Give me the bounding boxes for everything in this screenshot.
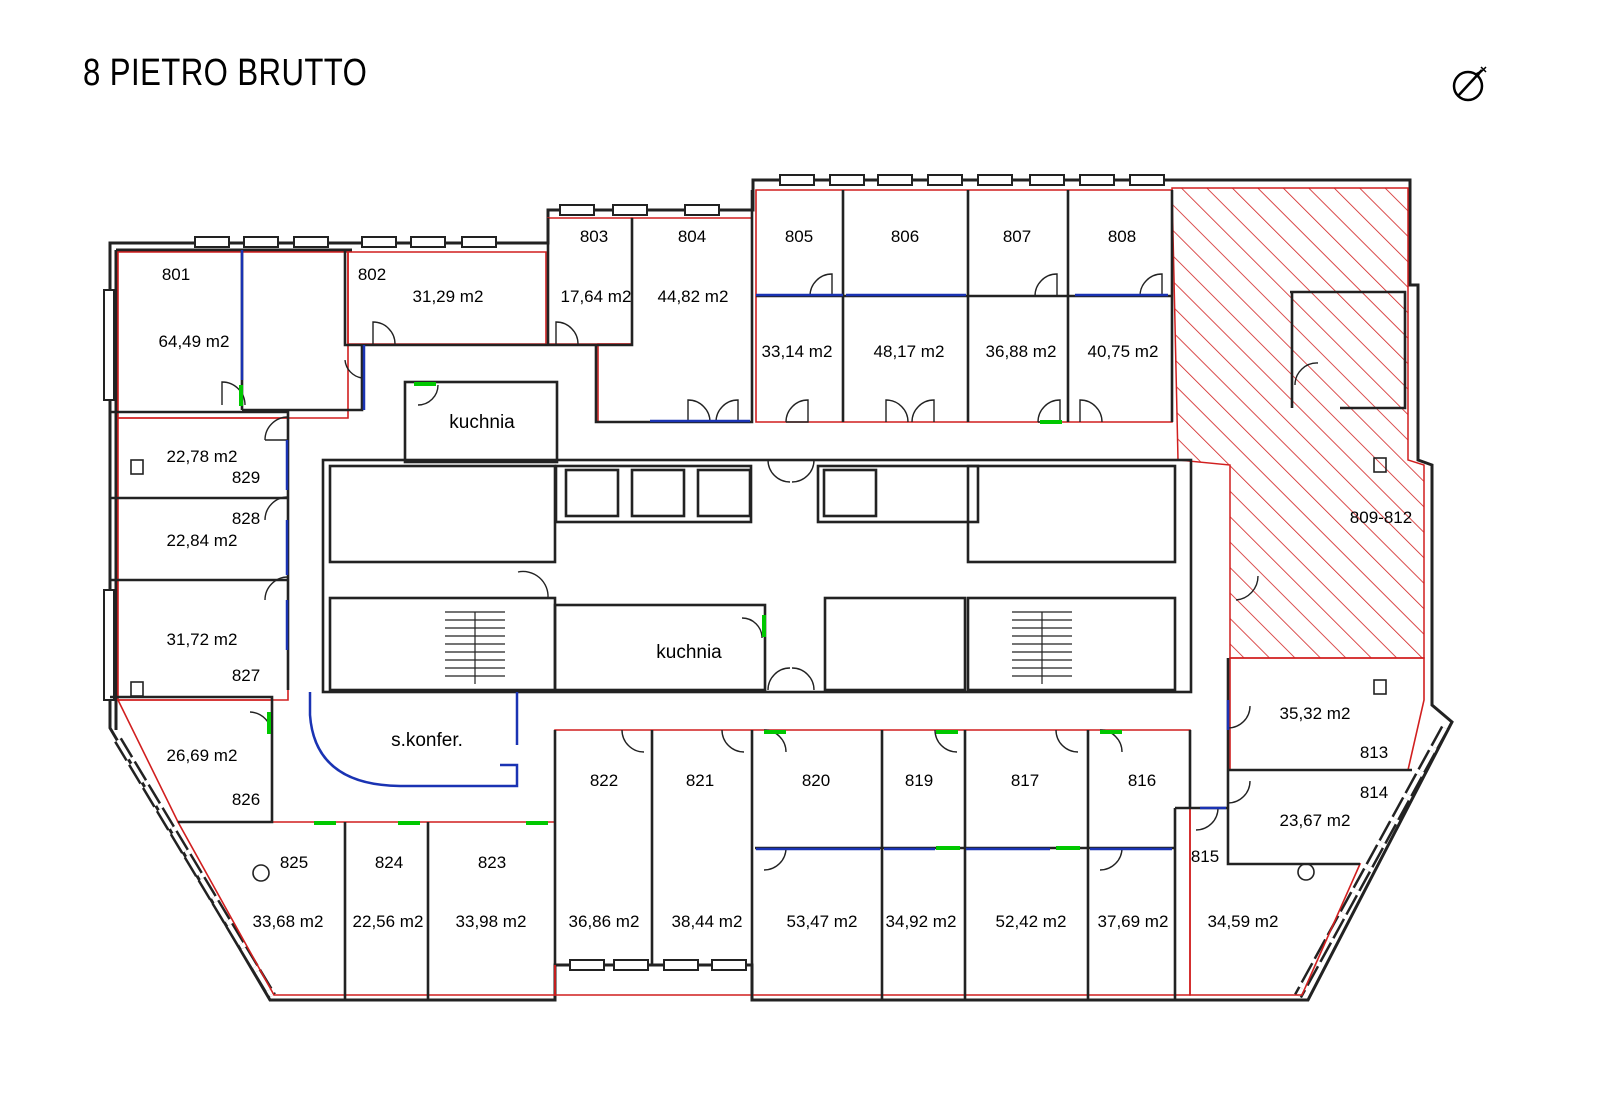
- north-arrow-icon: [1452, 66, 1487, 102]
- room-803-area: 17,64 m2: [561, 287, 632, 306]
- room-829-area: 22,78 m2: [167, 447, 238, 466]
- room-814-number: 814: [1360, 783, 1388, 802]
- room-801-area: 64,49 m2: [159, 332, 230, 351]
- room-828-area: 22,84 m2: [167, 531, 238, 550]
- room-826-number: 826: [232, 790, 260, 809]
- room-825-area: 33,68 m2: [253, 912, 324, 931]
- room-808-area: 40,75 m2: [1088, 342, 1159, 361]
- room-823-number: 823: [478, 853, 506, 872]
- room-805-area: 33,14 m2: [762, 342, 833, 361]
- room-807-area: 36,88 m2: [986, 342, 1057, 361]
- room-822-area: 36,86 m2: [569, 912, 640, 931]
- room-827-number: 827: [232, 666, 260, 685]
- room-807-number: 807: [1003, 227, 1031, 246]
- room-815-number: 815: [1191, 847, 1219, 866]
- room-808-number: 808: [1108, 227, 1136, 246]
- room-815-area: 34,59 m2: [1208, 912, 1279, 931]
- columns: [130, 457, 1387, 882]
- room-814-area: 23,67 m2: [1280, 811, 1351, 830]
- room-813-number: 813: [1360, 743, 1388, 762]
- room-802-number: 802: [358, 265, 386, 284]
- hatched-area-809-812: [1171, 187, 1425, 659]
- room-819-area: 34,92 m2: [886, 912, 957, 931]
- room-804-area: 44,82 m2: [658, 287, 729, 306]
- room-813-area: 35,32 m2: [1280, 704, 1351, 723]
- room-802-area: 31,29 m2: [413, 287, 484, 306]
- room-828-number: 828: [232, 509, 260, 528]
- kitchen-top-label: kuchnia: [449, 412, 515, 433]
- room-803-number: 803: [580, 227, 608, 246]
- room-829-number: 829: [232, 468, 260, 487]
- room-821-number: 821: [686, 771, 714, 790]
- conference-room-wall: [308, 692, 519, 788]
- room-823-area: 33,98 m2: [456, 912, 527, 931]
- room-806-area: 48,17 m2: [874, 342, 945, 361]
- door-markers-blue: [240, 250, 1230, 851]
- room-819-number: 819: [905, 771, 933, 790]
- room-labels: 801 64,49 m2 802 31,29 m2 803 17,64 m2 8…: [159, 227, 1413, 931]
- plan-title: 8 PIETRO BRUTTO: [83, 52, 368, 94]
- room-827-area: 31,72 m2: [167, 630, 238, 649]
- room-820-number: 820: [802, 771, 830, 790]
- room-824-area: 22,56 m2: [353, 912, 424, 931]
- door-markers-green: [239, 382, 1122, 850]
- door-swings: [221, 273, 1319, 871]
- room-804-number: 804: [678, 227, 706, 246]
- room-817-area: 52,42 m2: [996, 912, 1067, 931]
- conference-room-label: s.konfer.: [391, 730, 463, 751]
- room-817-number: 817: [1011, 771, 1039, 790]
- room-809-812-number: 809-812: [1350, 508, 1412, 527]
- room-816-area: 37,69 m2: [1098, 912, 1169, 931]
- windows: [103, 174, 1165, 971]
- room-824-number: 824: [375, 853, 403, 872]
- room-805-number: 805: [785, 227, 813, 246]
- room-806-number: 806: [891, 227, 919, 246]
- room-821-area: 38,44 m2: [672, 912, 743, 931]
- room-825-number: 825: [280, 853, 308, 872]
- room-822-number: 822: [590, 771, 618, 790]
- room-801-number: 801: [162, 265, 190, 284]
- kitchen-mid-label: kuchnia: [656, 642, 722, 663]
- room-820-area: 53,47 m2: [787, 912, 858, 931]
- room-816-number: 816: [1128, 771, 1156, 790]
- room-826-area: 26,69 m2: [167, 746, 238, 765]
